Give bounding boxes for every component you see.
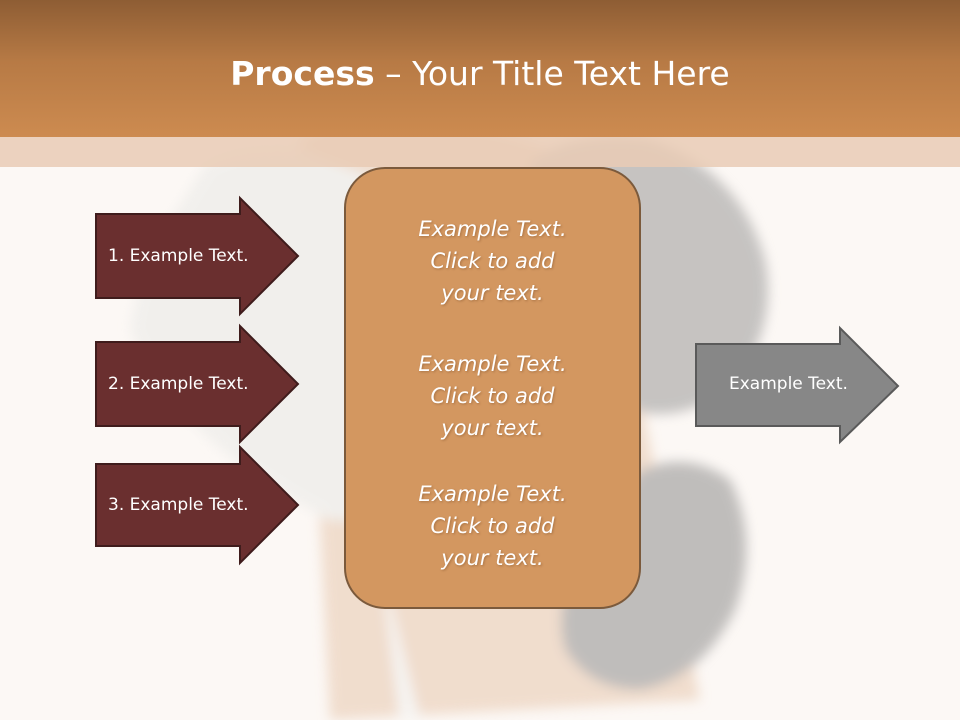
left-arrow-1[interactable] [95, 195, 300, 317]
left-arrow-3[interactable] [95, 444, 300, 566]
left-arrow-2[interactable] [95, 323, 300, 445]
title-bold: Process [230, 54, 375, 93]
right-arrow-label: Example Text. [729, 374, 848, 394]
right-arrow[interactable] [695, 325, 900, 445]
center-box-text: Example Text. Click to add your text. Ex… [345, 168, 640, 608]
center-box[interactable] [344, 167, 641, 609]
title-bar [0, 0, 960, 137]
center-text-block-1: Example Text. Click to add your text. [418, 217, 567, 305]
left-arrow-1-label: 1. Example Text. [108, 246, 249, 266]
center-text-block-3: Example Text. Click to add your text. [418, 482, 567, 570]
title-rest: – Your Title Text Here [374, 54, 730, 93]
left-arrow-3-label: 3. Example Text. [108, 495, 249, 515]
center-text-block-2: Example Text. Click to add your text. [418, 352, 567, 440]
slide-title[interactable]: Process – Your Title Text Here [0, 52, 960, 96]
title-accent-strip [0, 137, 960, 167]
left-arrow-2-label: 2. Example Text. [108, 374, 249, 394]
